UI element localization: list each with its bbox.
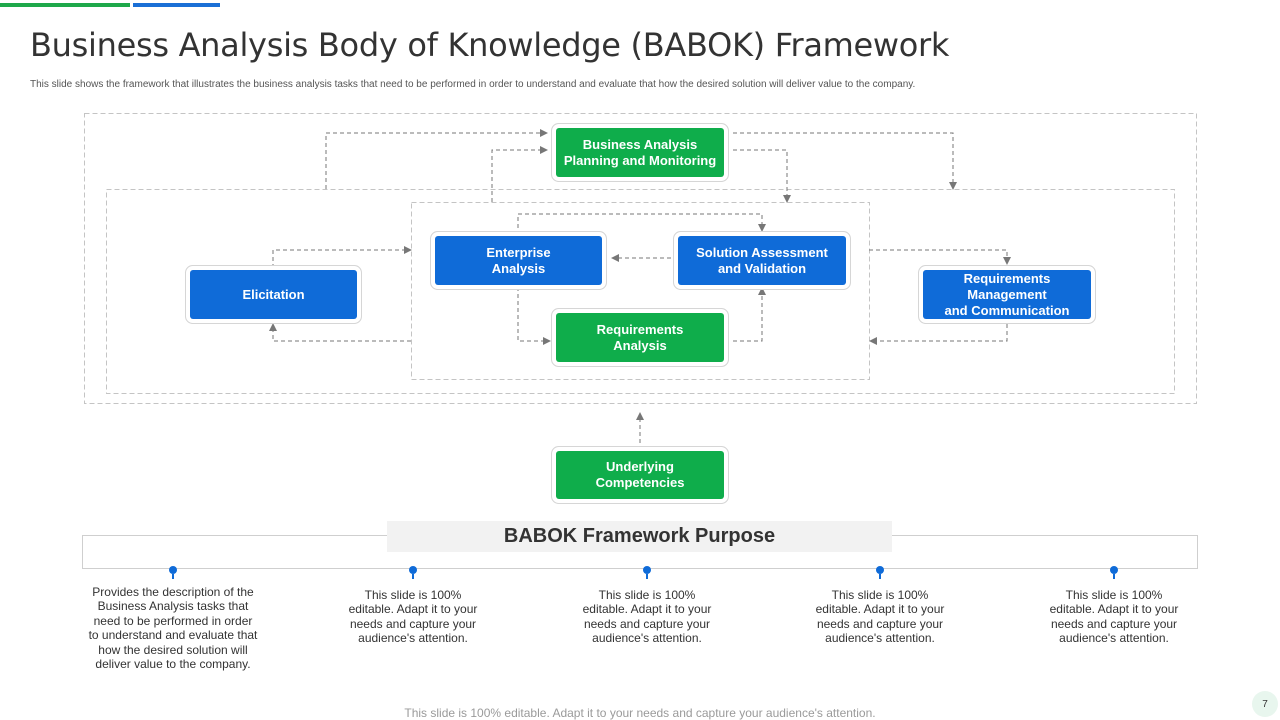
connector-inner-to-elicitation (269, 323, 411, 342)
accent-bar-green (0, 3, 130, 7)
page-title: Business Analysis Body of Knowledge (BAB… (30, 26, 950, 64)
connector-analysis-to-solution (733, 287, 766, 342)
connector-reqmgmt-to-inner (869, 324, 1008, 345)
connector-inner-to-reqmgmt (869, 249, 1011, 265)
page-subtitle: This slide shows the framework that illu… (30, 79, 916, 90)
purpose-title: BABOK Framework Purpose (387, 521, 892, 552)
pin-marker-icon (642, 566, 652, 580)
node-elicitation: Elicitation (190, 270, 357, 319)
node-requirements-management: Requirements Management and Communicatio… (923, 270, 1091, 319)
page-number: 7 (1252, 691, 1278, 717)
node-enterprise-analysis: Enterprise Analysis (435, 236, 602, 285)
pin-marker-icon (875, 566, 885, 580)
node-requirements-analysis: Requirements Analysis (556, 313, 724, 362)
purpose-description-2: This slide is 100% editable. Adapt it to… (348, 588, 478, 646)
node-solution-assessment: Solution Assessment and Validation (678, 236, 846, 285)
purpose-description-5: This slide is 100% editable. Adapt it to… (1049, 588, 1179, 646)
connector-elicitation-to-inner (272, 246, 412, 268)
node-underlying-competencies: Underlying Competencies (556, 451, 724, 499)
connector-left-to-planning (325, 129, 548, 189)
pin-marker-icon (1109, 566, 1119, 580)
purpose-description-1: Provides the description of the Business… (88, 585, 258, 672)
outer-boundary (84, 113, 1197, 404)
connector-enterprise-to-analysis (517, 287, 551, 345)
connector-enterprise-to-solution (517, 213, 766, 235)
connector-planning-to-inner (733, 149, 791, 203)
footer-note: This slide is 100% editable. Adapt it to… (404, 706, 876, 720)
accent-bar-blue (133, 3, 220, 7)
pin-marker-icon (408, 566, 418, 580)
node-planning-monitoring: Business Analysis Planning and Monitorin… (556, 128, 724, 177)
inner-boundary (411, 202, 870, 380)
purpose-description-4: This slide is 100% editable. Adapt it to… (815, 588, 945, 646)
connector-inner-to-planning (491, 146, 548, 202)
purpose-description-3: This slide is 100% editable. Adapt it to… (582, 588, 712, 646)
middle-boundary (106, 189, 1175, 394)
pin-marker-icon (168, 566, 178, 580)
connector-planning-to-right (733, 132, 957, 190)
